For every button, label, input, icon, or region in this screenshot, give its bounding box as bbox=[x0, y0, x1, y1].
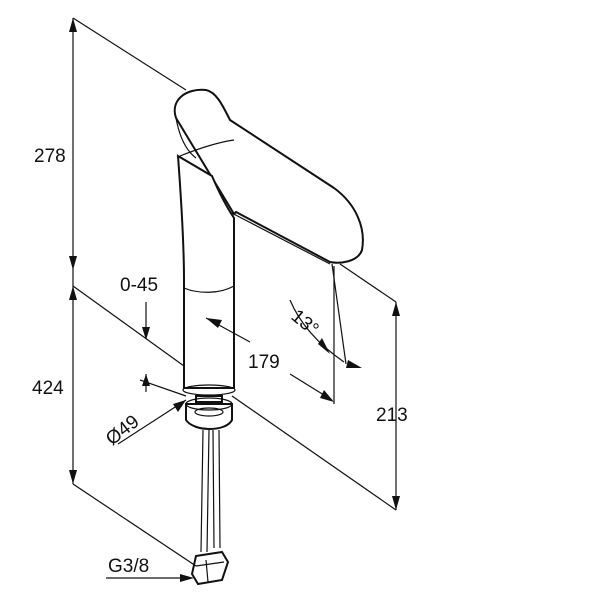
faucet-column bbox=[176, 154, 235, 389]
spout-lever bbox=[173, 88, 364, 264]
dim-d49-label: Ø49 bbox=[102, 411, 143, 450]
fitting-line bbox=[195, 561, 225, 567]
dim-13-label: 13° bbox=[287, 306, 323, 341]
fitting-line-2 bbox=[205, 559, 209, 583]
dim-0-45-label: 0-45 bbox=[120, 275, 158, 296]
dim-278-label: 278 bbox=[34, 146, 66, 167]
lever-cap-line bbox=[179, 139, 235, 157]
hose-right bbox=[212, 429, 221, 549]
dimension-278: 278 bbox=[34, 17, 187, 286]
g38-label: G3/8 bbox=[108, 556, 149, 577]
hose-left bbox=[200, 429, 210, 553]
dimension-213: 213 bbox=[231, 263, 408, 511]
dimension-0-45: 0-45 bbox=[120, 275, 187, 397]
lever-cap-edge bbox=[175, 117, 197, 159]
dimension-13deg: 13° bbox=[287, 263, 362, 368]
nut-inner-ring bbox=[194, 407, 224, 417]
dim-179-label: 179 bbox=[248, 352, 280, 373]
connection-label: G3/8 bbox=[106, 556, 194, 582]
hose-end-fitting bbox=[190, 550, 230, 586]
dimension-424: 424 bbox=[32, 285, 197, 567]
column-seam bbox=[183, 285, 235, 293]
dim-424-label: 424 bbox=[32, 378, 64, 399]
faucet-outline bbox=[173, 88, 364, 396]
spout-underside bbox=[225, 209, 331, 265]
mounting-assembly bbox=[185, 395, 233, 586]
dimension-d49: Ø49 bbox=[102, 399, 187, 450]
dim-213-label: 213 bbox=[376, 405, 408, 426]
nut-ring bbox=[185, 397, 233, 411]
dimension-179: 179 bbox=[205, 266, 335, 404]
mounting-nut bbox=[185, 403, 233, 430]
